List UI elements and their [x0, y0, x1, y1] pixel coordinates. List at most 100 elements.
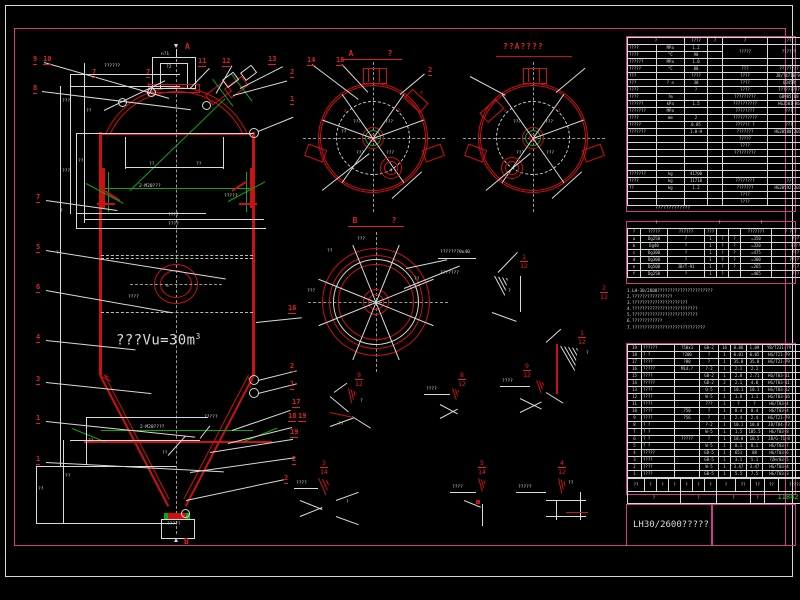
cell: ?	[716, 270, 729, 278]
cell	[767, 170, 800, 178]
table-row: 11???????1??HG/T03-4	[627, 400, 800, 408]
cell: ?????	[641, 449, 675, 457]
cell: 1	[718, 351, 731, 359]
cell	[722, 163, 768, 171]
cell: HG/T03-11	[762, 379, 796, 387]
plan-a-label-letter: A	[348, 49, 357, 58]
cell: 10.1	[730, 386, 747, 394]
cell: ????	[684, 72, 708, 80]
cell: HG20592-2011	[767, 184, 800, 192]
cell: ????	[641, 463, 675, 471]
cell: 1	[718, 456, 731, 464]
cell: 41700	[684, 170, 708, 178]
cell	[795, 463, 800, 471]
param-hdr-4: ??	[767, 37, 800, 45]
cell: f	[627, 270, 641, 278]
cell	[627, 198, 657, 206]
plan-b-label: B ?	[348, 216, 404, 227]
cell: ?????????	[767, 86, 800, 94]
balloon-2-r2: 2	[290, 362, 295, 372]
cell: 2	[718, 379, 731, 387]
nozzle-group-hdr-2: ?	[760, 221, 763, 226]
cell: ????	[627, 51, 657, 59]
plan-right-small-feature-2	[505, 161, 519, 175]
note-line: 1.LH-30/2600??????????????????????	[627, 288, 713, 293]
cell: ???????	[722, 184, 768, 192]
cell: ????	[627, 44, 657, 52]
plan-b-ring-4	[338, 264, 414, 340]
cell: ? ?	[771, 263, 800, 271]
cell: ?	[667, 256, 705, 264]
cell: Dg40	[640, 242, 668, 250]
cell: ? ?	[641, 435, 675, 443]
cell: 2.4	[746, 414, 763, 422]
cell: MPa	[655, 44, 685, 52]
cell: GB-5	[699, 470, 719, 478]
plan-right-hub-outer	[522, 127, 544, 149]
bottom-outlet-box	[161, 519, 195, 539]
cell: 1.0-H	[684, 128, 708, 136]
cell: HG/T03-11	[762, 372, 796, 380]
plan-right-outer-circle-2	[480, 85, 586, 191]
cell: ???	[767, 107, 800, 115]
table-row: ?????0.85?????? ????	[627, 121, 800, 129]
cell: ?	[699, 358, 719, 366]
cell: HG/T03-4	[762, 463, 796, 471]
cell: ??????	[627, 100, 657, 108]
table-row: ?????????	[627, 149, 800, 157]
cell: HG/T21-79	[762, 358, 796, 366]
cell: ?	[656, 478, 669, 492]
balloon-14-plana: 14	[307, 56, 316, 66]
cell: 16	[627, 365, 642, 373]
cell: 10.1	[746, 386, 763, 394]
cell	[707, 121, 723, 129]
param-table-footer: ?????????????	[655, 206, 691, 211]
cell	[707, 107, 723, 115]
cell: HG/T03-7	[762, 442, 796, 450]
cell: 5.5	[730, 470, 747, 478]
cell	[674, 449, 700, 457]
bom-table: 19???????50x3GB-2160.861.09YB/T231-79L=3…	[627, 344, 800, 478]
cell	[707, 44, 723, 52]
cell	[722, 58, 768, 66]
cell	[674, 428, 700, 436]
cell: 10.5	[746, 435, 763, 443]
nz-hdr-0: ?	[627, 228, 641, 236]
cell: 2.1	[746, 365, 763, 373]
balloon-18: 18	[288, 412, 297, 422]
nozzle-group-hdr-1: ?	[718, 221, 721, 226]
cell: 1.0	[684, 58, 708, 66]
cell: 0.01	[730, 351, 747, 359]
cell	[795, 449, 800, 457]
note-line: 2.????????????????	[627, 294, 673, 300]
cell	[767, 163, 800, 171]
cell: ?	[716, 478, 736, 492]
cell: Q345R	[767, 79, 800, 87]
cell: ??	[735, 478, 751, 492]
plan-right-small-feature	[501, 157, 523, 179]
cell: M14,?	[674, 365, 700, 373]
cell: W-5	[699, 393, 719, 401]
cell: 0.1	[730, 442, 747, 450]
cell: 1.1	[746, 393, 763, 401]
cell	[707, 114, 723, 122]
cell: ?	[667, 235, 705, 243]
cell: 4	[627, 449, 642, 457]
support-lug-left-upper	[101, 168, 105, 208]
balloon-4: 4	[36, 333, 41, 343]
cell: ????	[722, 142, 768, 150]
nz-hdr-5: ? ? ? ? ?	[771, 228, 800, 236]
cell	[707, 156, 723, 164]
cell: 1	[704, 249, 717, 257]
cell: ????	[722, 86, 768, 94]
cell: ? ?	[641, 428, 675, 436]
cell	[684, 135, 708, 143]
cell: 16	[718, 344, 731, 352]
